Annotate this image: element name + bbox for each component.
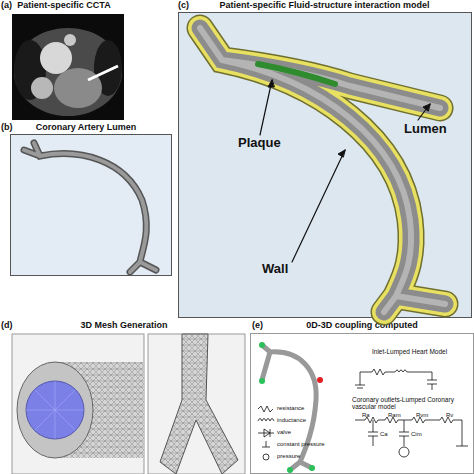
legend-text: inductance: [277, 417, 306, 424]
panel-letter: (e): [252, 321, 263, 331]
panel-letter: (a): [1, 1, 12, 11]
figure-panel: Patient-specific CCTA: [0, 0, 128, 122]
mesh-views: [12, 334, 245, 474]
annotation-label: Ram: [388, 412, 401, 419]
panel-title: Coronary Artery Lumen: [0, 122, 172, 132]
annotation-label: Plaque: [238, 136, 281, 150]
legend-text: pressure: [277, 453, 300, 460]
figure-panel: 3D Mesh Generation: [0, 320, 248, 474]
annotation-label: Ca: [380, 431, 388, 438]
annotation-label: Ra: [362, 412, 370, 419]
annotation-label: Wall: [262, 262, 288, 276]
ct-image: [12, 14, 124, 120]
panel-title: 3D Mesh Generation: [0, 320, 248, 330]
annotation-label: Rvm: [416, 412, 428, 419]
panel-letter: (b): [1, 123, 13, 133]
annotation-label: Inlet-Lumped Heart Model: [372, 348, 447, 355]
fsi-vessel: [200, 28, 445, 312]
panel-frame: [10, 134, 172, 276]
figure-panel: Coronary Artery Lumen: [0, 122, 172, 278]
panel-title: 0D-3D coupling computed: [250, 320, 474, 330]
annotation-label: Rv: [446, 412, 453, 419]
annotation-label: Lumen: [404, 122, 447, 136]
panel-title: Patient-specific Fluid-structure interac…: [175, 0, 474, 10]
panel-title: Patient-specific CCTA: [0, 0, 128, 10]
legend-text: resistance: [277, 405, 304, 412]
lumen-model: [24, 143, 156, 272]
panel-letter: (d): [1, 321, 13, 331]
panel-letter: (c): [178, 1, 189, 11]
annotation-label: Cim: [411, 431, 422, 438]
figure-panel: Patient-specific Fluid-structure interac…: [175, 0, 474, 320]
panel-frame: [178, 12, 472, 318]
annotation-label: Coronary outlets-Lumped Coronary vascula…: [352, 396, 470, 410]
legend-text: valve: [277, 429, 291, 436]
legend-text: constant pressure: [277, 441, 325, 448]
